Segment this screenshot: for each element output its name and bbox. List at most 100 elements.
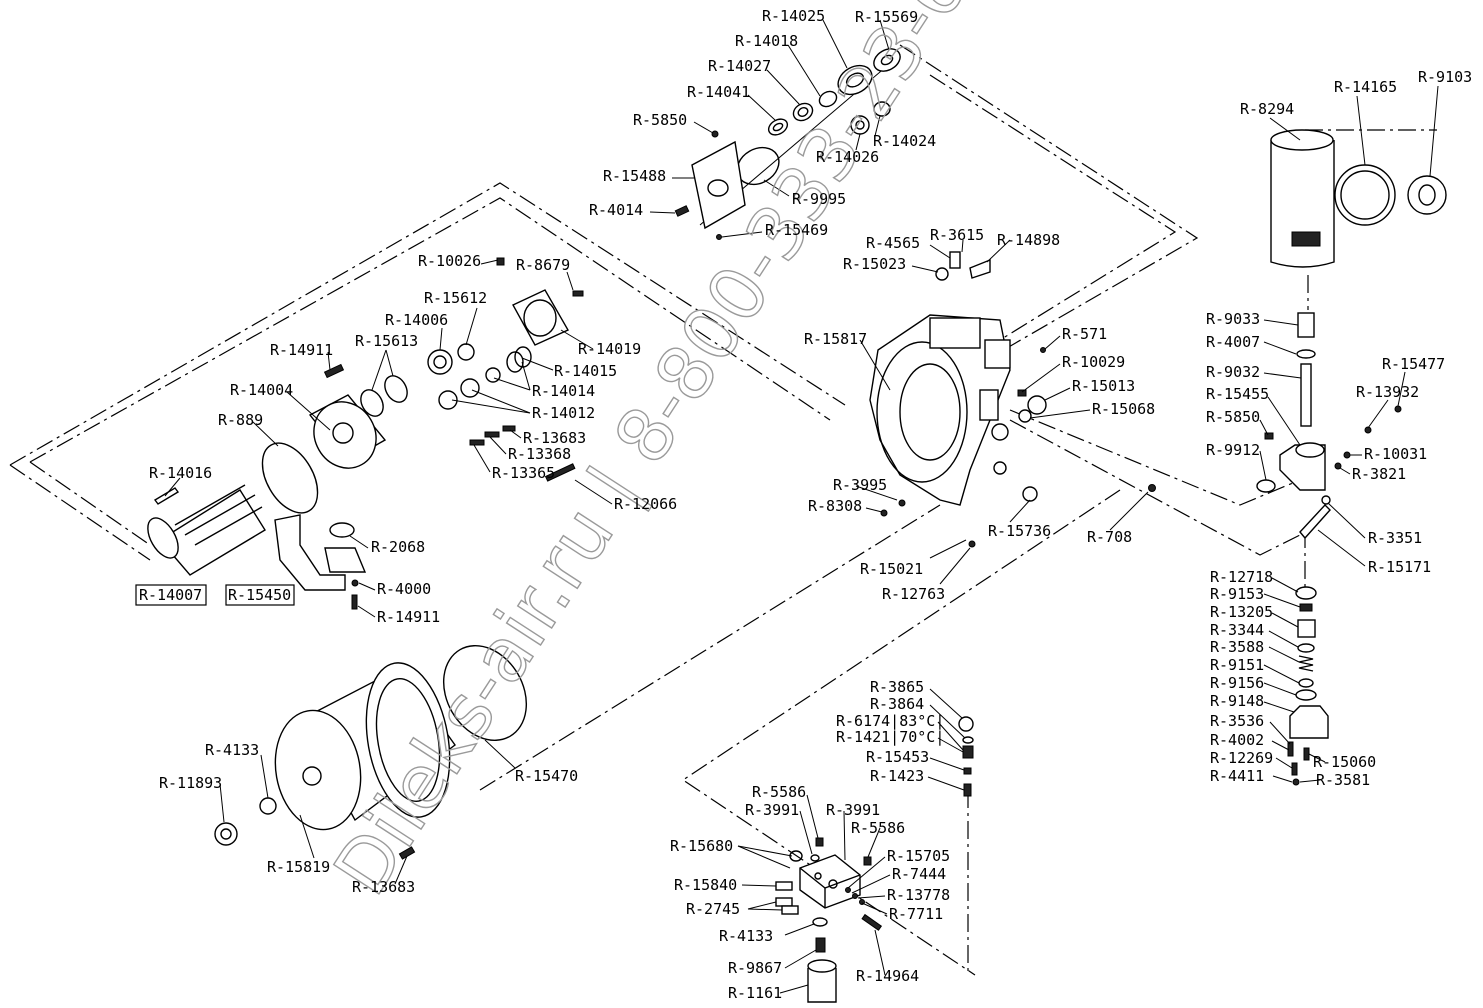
label-r12718: R-12718 (1210, 568, 1273, 586)
r15450-box (225, 584, 295, 606)
label-r4002: R-4002 (1210, 731, 1264, 749)
label-r4133: R-4133 (205, 741, 259, 759)
label-r15470: R-15470 (515, 767, 578, 785)
label-r14911-b: R-14911 (377, 608, 440, 626)
label-r15021: R-15021 (860, 560, 923, 578)
airend-group (135, 257, 584, 610)
label-r10031: R-10031 (1364, 445, 1427, 463)
label-r15488: R-15488 (603, 167, 666, 185)
rotor-part (158, 489, 266, 576)
label-r14015: R-14015 (554, 362, 617, 380)
label-r14006: R-14006 (385, 311, 448, 329)
cover-outline-outer (899, 44, 1199, 353)
label-r3991: R-3991 (745, 801, 799, 819)
label-r5850: R-5850 (633, 111, 687, 129)
airend-outline-outer (9, 182, 846, 466)
receiver-axis (479, 504, 941, 791)
label-r13932: R-13932 (1356, 383, 1419, 401)
label-r9148: R-9148 (1210, 692, 1264, 710)
label-r8294: R-8294 (1240, 100, 1294, 118)
label-r15469: R-15469 (765, 221, 828, 239)
label-r4000: R-4000 (377, 580, 431, 598)
label-r15455: R-15455 (1206, 385, 1269, 403)
valve-stack (1287, 586, 1329, 786)
gasket-15470 (442, 645, 528, 741)
label-r15613: R-15613 (355, 332, 418, 350)
label-r14014: R-14014 (532, 382, 595, 400)
label-r889: R-889 (218, 411, 263, 429)
label-r3351: R-3351 (1368, 529, 1422, 547)
label-r7444: R-7444 (892, 865, 946, 883)
label-r3581: R-3581 (1316, 771, 1370, 789)
label-r14019: R-14019 (578, 340, 641, 358)
plug-part (1027, 395, 1047, 415)
label-r12066: R-12066 (614, 495, 677, 513)
label-r14018: R-14018 (735, 32, 798, 50)
bearing-cover-group (674, 48, 901, 240)
label-disc-14165 (1334, 164, 1396, 226)
spacer-part (818, 90, 838, 108)
label-r3344: R-3344 (1210, 621, 1264, 639)
label-r7711: R-7711 (889, 905, 943, 923)
label-r1161: R-1161 (728, 984, 782, 1002)
label-r13683-b: R-13683 (352, 878, 415, 896)
label-r3995: R-3995 (833, 476, 887, 494)
label-r4133-b: R-4133 (719, 927, 773, 945)
label-r15023: R-15023 (843, 255, 906, 273)
label-r15453: R-15453 (866, 748, 929, 766)
part-labels: R-14025 R-15569 R-14018 R-14027 R-14041 … (139, 7, 1472, 1002)
label-r9153: R-9153 (1210, 585, 1264, 603)
label-r15680: R-15680 (670, 837, 733, 855)
label-r13778: R-13778 (887, 886, 950, 904)
r14007-box (135, 584, 207, 606)
label-r9912: R-9912 (1206, 441, 1260, 459)
washer-4133 (259, 797, 277, 815)
label-r2745: R-2745 (686, 900, 740, 918)
label-r15736: R-15736 (988, 522, 1051, 540)
label-r15060: R-15060 (1313, 753, 1376, 771)
label-r14041: R-14041 (687, 83, 750, 101)
housing-flange (876, 341, 968, 483)
label-r4565: R-4565 (866, 234, 920, 252)
label-r9156: R-9156 (1210, 674, 1264, 692)
label-r14016: R-14016 (149, 464, 212, 482)
label-r9103: R-9103 (1418, 68, 1472, 86)
label-r14007: R-14007 (139, 586, 202, 604)
gasket-889 (261, 442, 319, 514)
inlet-pipe-part (274, 514, 346, 591)
label-r5586: R-5586 (752, 783, 806, 801)
label-r4007: R-4007 (1206, 333, 1260, 351)
label-r708: R-708 (1087, 528, 1132, 546)
airend-outline-left-inner (29, 461, 151, 546)
valve-body-part (1289, 705, 1329, 739)
label-r9033: R-9033 (1206, 310, 1260, 328)
label-r15612: R-15612 (424, 289, 487, 307)
label-r14012: R-14012 (532, 404, 595, 422)
label-r1421: R-1421|70°C| (836, 728, 944, 746)
label-r14026: R-14026 (816, 148, 879, 166)
oil-filter-group (1256, 129, 1447, 540)
label-r11893: R-11893 (159, 774, 222, 792)
label-r15477: R-15477 (1382, 355, 1445, 373)
label-r15171: R-15171 (1368, 558, 1431, 576)
label-r15817: R-15817 (804, 330, 867, 348)
label-r3588: R-3588 (1210, 638, 1264, 656)
label-r9995: R-9995 (792, 190, 846, 208)
tube-9032 (1300, 363, 1312, 427)
label-r14004: R-14004 (230, 381, 293, 399)
label-r13365: R-13365 (492, 464, 555, 482)
label-r4411: R-4411 (1210, 767, 1264, 785)
label-r15569: R-15569 (855, 8, 918, 26)
label-r6174: R-6174|83°C| (836, 712, 944, 730)
thermostat-block (775, 716, 974, 1003)
airend-outline-left (9, 464, 151, 561)
label-r13368: R-13368 (508, 445, 571, 463)
label-r3615: R-3615 (930, 226, 984, 244)
label-r8308: R-8308 (808, 497, 862, 515)
label-r15450: R-15450 (228, 586, 291, 604)
oil-filter-small (807, 968, 837, 1003)
label-r9032: R-9032 (1206, 363, 1260, 381)
label-r14165: R-14165 (1334, 78, 1397, 96)
label-r9151: R-9151 (1210, 656, 1264, 674)
label-r14898: R-14898 (997, 231, 1060, 249)
